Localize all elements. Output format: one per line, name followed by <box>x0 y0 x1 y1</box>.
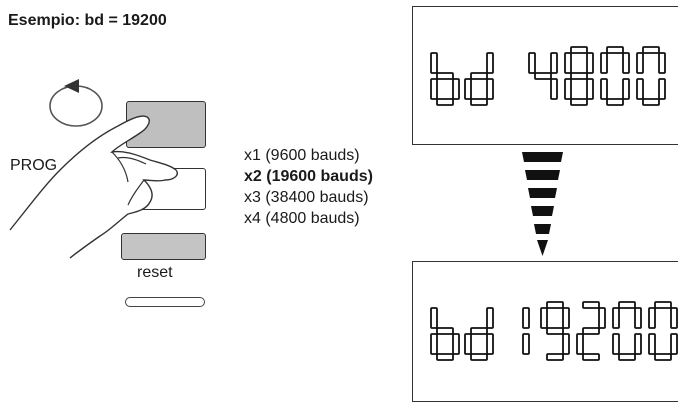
lcd-segment-b <box>486 52 494 74</box>
cycle-arrow-icon <box>49 79 103 127</box>
option-item: x1 (9600 bauds) <box>244 147 360 164</box>
lcd-segment-d <box>436 353 454 361</box>
lcd-segment-d <box>570 98 588 106</box>
lcd-segment-b <box>562 307 570 329</box>
lcd-segment-d <box>606 98 624 106</box>
lcd-segment-c <box>486 333 494 355</box>
lcd-segment-b <box>550 52 558 74</box>
lcd-segment-f <box>648 307 656 329</box>
lcd-segment-b <box>622 52 630 74</box>
lcd-segment-b <box>658 52 666 74</box>
lcd-segment-f <box>430 307 438 329</box>
lcd-segment-a <box>606 46 624 54</box>
lcd-segment-e <box>430 333 438 355</box>
prog-label: PROG <box>10 157 58 174</box>
lcd-segment-e <box>636 78 644 100</box>
lcd-segment-d <box>582 353 600 361</box>
lcd-segment-c <box>658 78 666 100</box>
lcd-segment-d <box>654 353 672 361</box>
lcd-digit-0 <box>648 301 678 361</box>
lcd-segment-b <box>598 307 606 329</box>
lcd-segment-g <box>470 327 488 335</box>
lcd-segment-g <box>470 72 488 80</box>
lcd-digits-before <box>430 46 666 106</box>
lcd-segment-e <box>576 333 584 355</box>
lcd-segment-b <box>586 52 594 74</box>
lcd-digit-0 <box>636 46 666 106</box>
lcd-segment-c <box>452 78 460 100</box>
lcd-segment-a <box>642 46 660 54</box>
lcd-segment-d <box>436 98 454 106</box>
lcd-segment-c <box>550 78 558 100</box>
reset-label: reset <box>137 264 173 281</box>
lcd-segment-a <box>570 46 588 54</box>
reset-button[interactable] <box>121 233 206 260</box>
lcd-segment-c <box>586 78 594 100</box>
lcd-segment-f <box>540 307 548 329</box>
lcd-segment-b <box>670 307 678 329</box>
lcd-segment-f <box>430 52 438 74</box>
lcd-digits-after <box>430 301 678 361</box>
lcd-segment-f <box>612 307 620 329</box>
lcd-digit-4 <box>528 52 558 100</box>
lcd-segment-b <box>522 307 530 329</box>
lcd-segment-b <box>486 307 494 329</box>
lcd-segment-a <box>546 301 564 309</box>
lcd-segment-c <box>562 333 570 355</box>
option-item-selected: x2 (19600 bauds) <box>244 168 373 185</box>
lcd-segment-f <box>564 52 572 74</box>
hand-icon <box>9 115 178 259</box>
lcd-segment-d <box>470 353 488 361</box>
lcd-segment-f <box>600 52 608 74</box>
lcd-segment-g <box>582 327 600 335</box>
lcd-segment-e <box>612 333 620 355</box>
lcd-digit-d <box>464 52 494 106</box>
lcd-segment-c <box>452 333 460 355</box>
lcd-segment-e <box>600 78 608 100</box>
lcd-segment-d <box>546 353 564 361</box>
baud-options-list: x1 (9600 bauds) x2 (19600 bauds) x3 (384… <box>244 145 373 229</box>
lcd-digit-0 <box>600 46 630 106</box>
lcd-segment-d <box>618 353 636 361</box>
lcd-segment-g <box>546 327 564 335</box>
lcd-segment-e <box>464 333 472 355</box>
lcd-segment-a <box>582 301 600 309</box>
example-title: Esempio: bd = 19200 <box>8 12 167 29</box>
lcd-digit-9 <box>540 301 570 361</box>
option-item: x4 (4800 bauds) <box>244 210 360 227</box>
lcd-segment-c <box>486 78 494 100</box>
lcd-digit-8 <box>564 46 594 106</box>
lcd-segment-e <box>564 78 572 100</box>
lcd-segment-a <box>654 301 672 309</box>
lcd-segment-f <box>528 52 536 74</box>
keypad-illustration <box>49 79 103 127</box>
lcd-segment-e <box>464 78 472 100</box>
lcd-segment-c <box>522 333 530 355</box>
lcd-segment-c <box>634 333 642 355</box>
lcd-segment-b <box>634 307 642 329</box>
lcd-digit-2 <box>576 301 606 361</box>
lcd-segment-d <box>470 98 488 106</box>
lcd-segment-d <box>642 98 660 106</box>
lcd-segment-g <box>570 72 588 80</box>
lcd-digit-0 <box>612 301 642 361</box>
lcd-segment-g <box>436 327 454 335</box>
lcd-segment-c <box>670 333 678 355</box>
lcd-segment-g <box>534 72 552 80</box>
lcd-digit-b <box>430 307 460 361</box>
lcd-digit-b <box>430 52 460 106</box>
lcd-display-after <box>412 261 678 402</box>
slot-indicator <box>125 297 205 307</box>
lcd-segment-g <box>436 72 454 80</box>
lcd-display-before <box>412 6 678 145</box>
lcd-digit-1 <box>522 307 530 355</box>
lcd-segment-e <box>648 333 656 355</box>
lcd-segment-f <box>636 52 644 74</box>
lcd-digit-d <box>464 307 494 361</box>
lcd-segment-a <box>618 301 636 309</box>
lcd-segment-e <box>430 78 438 100</box>
lcd-segment-c <box>622 78 630 100</box>
option-item: x3 (38400 bauds) <box>244 189 369 206</box>
